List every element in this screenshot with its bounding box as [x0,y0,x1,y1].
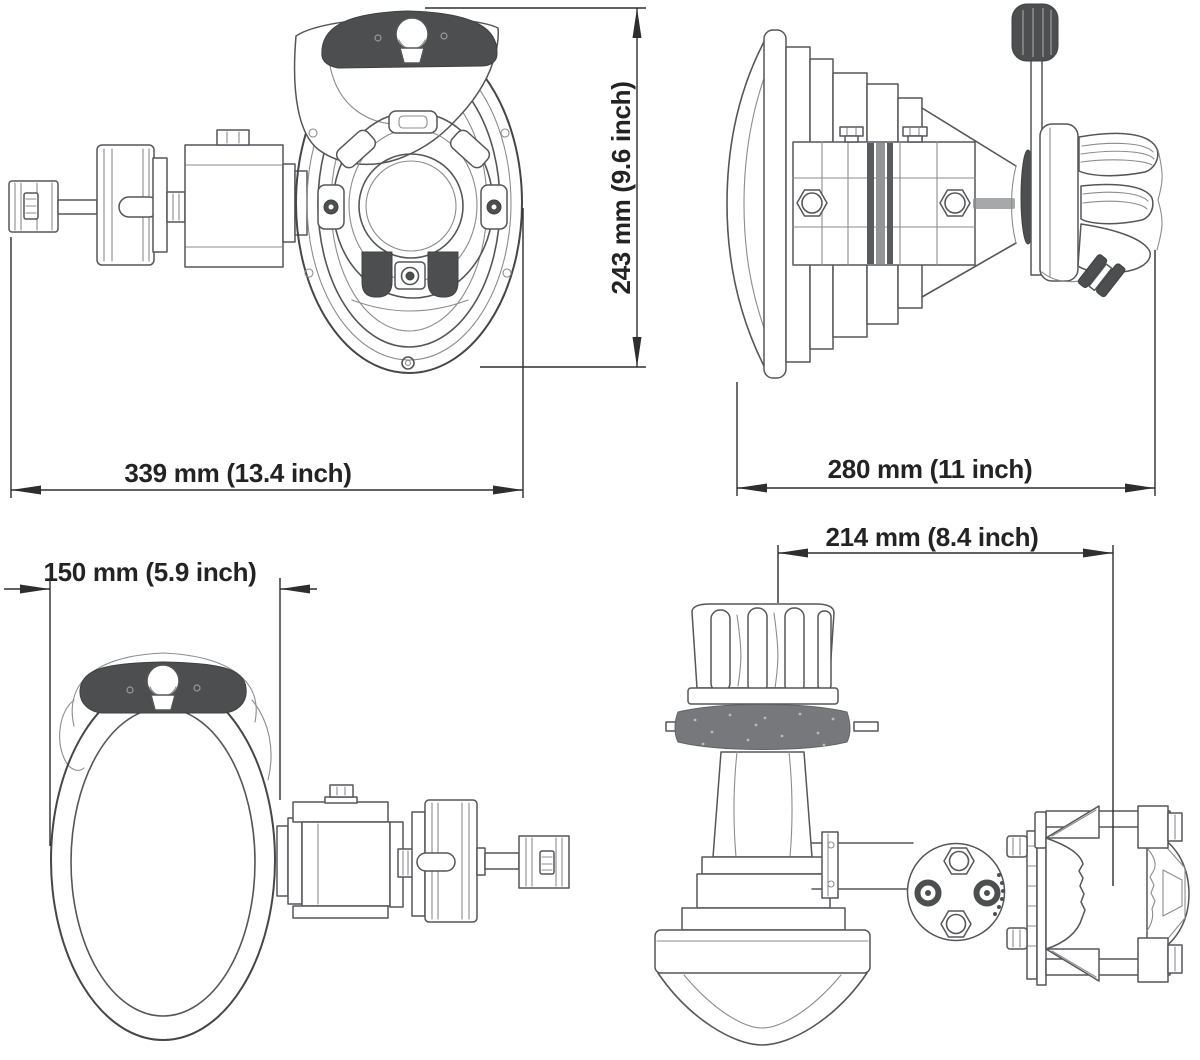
top-view [50,652,570,1041]
dim-label-front-height: 243 mm (9.6 inch) [606,81,636,294]
rear-assembly [1011,3,1163,298]
dim-label-side-width: 280 mm (11 inch) [828,454,1033,484]
handle-cap-top [79,661,247,714]
lamp-body-top [654,751,871,1046]
rear-connector [1077,254,1126,298]
dimension-width-214: 214 mm (8.4 inch) [777,522,1114,886]
pole-clamp [1006,805,1190,986]
dimension-width-150: 150 mm (5.9 inch) [4,557,317,846]
dim-label-front-width: 339 mm (13.4 inch) [124,458,351,488]
gasket-speckles [693,712,835,747]
gasket-ring [674,704,851,750]
drive-assembly-top [276,784,570,923]
ratchet-teeth [993,873,1005,916]
lamp-module [304,110,512,370]
dimension-width-280: 280 mm (11 inch) [736,250,1156,496]
dim-label-top-width: 150 mm (5.9 inch) [43,557,256,587]
trunnion-block [792,126,1015,266]
drive-assembly [8,129,308,268]
side-view [726,3,1163,379]
dimension-height-243: 243 mm (9.6 inch) [425,7,646,368]
front-view [8,10,523,374]
hand-knob [687,603,839,705]
dimension-width-339: 339 mm (13.4 inch) [10,208,524,498]
dim-label-mounted-width: 214 mm (8.4 inch) [825,522,1038,552]
mounted-top-view [654,603,1190,1046]
swivel-joint [906,842,1006,942]
brand-mark [973,198,1015,209]
handle-cap [321,10,498,69]
swivel-arm [811,831,914,899]
